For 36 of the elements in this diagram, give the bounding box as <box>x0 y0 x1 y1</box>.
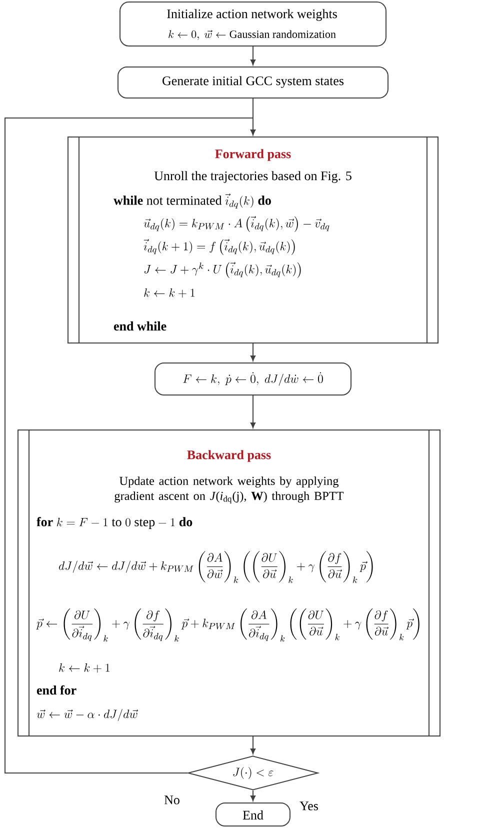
pseudocode-line: end for <box>36 685 76 695</box>
arrow <box>250 46 256 66</box>
formula: $\vec{u}_{dq}(k) = k_{PWM}\cdot A\left(\vec{i}_{dq}(k),\vec{w}\right) - \vec{v}_{dq}$ <box>144 216 330 232</box>
step-text: End <box>242 810 264 820</box>
formula: $\vec{p} \leftarrow \left(\frac{\partial U}{\partial\vec{i}_{dq}}\right)_{k} + \gamma\left(\frac{\partial f}{\partial\vec{i}_{dq}}\right)_{k}\vec{p} + k_{PWM}\left(\frac{\partial A}{\partial\vec{i}_{dq}}\right)_{k}\left(\left(\frac{\partial U}{\partial\vec{u}}\right)_{k} + \gamma\left(\frac{\partial f}{\partial\vec{u}}\right)_{k}\vec{p}\right)$ <box>36 608 420 642</box>
formula: $k \leftarrow k+1$ <box>144 288 195 298</box>
formula: $k \leftarrow 0,\ \vec{w} \leftarrow \text{Gaussian randomization}$ <box>168 30 336 40</box>
step-text: Update action network weights by applying gradient ascent on J(i$_{dq}$(j), W) through BPTT <box>114 476 344 504</box>
pseudocode-line: $\textbf{while}\ \text{not terminated}\ \vec{i}_{dq}(k)\ \textbf{do}$ <box>114 193 271 209</box>
section-title: Forward pass <box>215 149 291 161</box>
formula: $dJ/d\vec{w} \leftarrow dJ/d\vec{w} + k_{PWM}\left(\frac{\partial A}{\partial\vec{w}}\right)_{k}\left(\left(\frac{\partial U}{\partial\vec{u}}\right)_{k} + \gamma\left(\frac{\partial f}{\partial\vec{u}}\right)_{k}\vec{p}\right)$ <box>58 551 373 583</box>
pseudocode-line: $\textbf{for}\ k = F-1\ \text{to}\ 0\ \text{step} -1\ \textbf{do}$ <box>36 517 192 529</box>
formula: $k \leftarrow k+1$ <box>59 663 110 673</box>
formula: $J(\cdot) < \varepsilon$ <box>233 767 274 779</box>
arrow <box>250 343 256 362</box>
formula: $\vec{i}_{dq}(k+1) = f\left(\vec{i}_{dq}(k),\vec{u}_{dq}(k)\right)$ <box>144 238 295 256</box>
loop-block <box>68 136 438 344</box>
arrow <box>250 736 256 754</box>
arrow <box>250 790 256 802</box>
section-title: Backward pass <box>187 450 271 462</box>
pseudocode-line: end while <box>114 321 166 331</box>
process-box <box>216 802 290 826</box>
formula: $J \leftarrow J + \gamma^{k}\cdot U\left(\vec{i}_{dq}(k),\vec{u}_{dq}(k)\right)$ <box>144 262 301 278</box>
step-text: Generate initial GCC system states <box>162 76 344 88</box>
step-text: Unroll the trajectories based on Fig. 5 <box>154 171 352 183</box>
edge-label: No <box>163 794 181 806</box>
step-text: Initialize action network weights <box>167 9 337 21</box>
arrow <box>250 395 256 428</box>
arrow <box>4 118 256 774</box>
process-box <box>154 362 352 396</box>
formula: $F \leftarrow k,\ \dot{p} \leftarrow \dot{0},\ dJ/d\dot{w} \leftarrow \dot{0}$ <box>183 372 323 386</box>
loop-block <box>18 430 440 736</box>
edge-label: Yes <box>298 800 320 812</box>
process-box <box>118 66 388 98</box>
formula: $\vec{w} \leftarrow \vec{w} - \alpha\cdot dJ/d\vec{w}$ <box>36 709 138 721</box>
process-box <box>120 2 386 46</box>
